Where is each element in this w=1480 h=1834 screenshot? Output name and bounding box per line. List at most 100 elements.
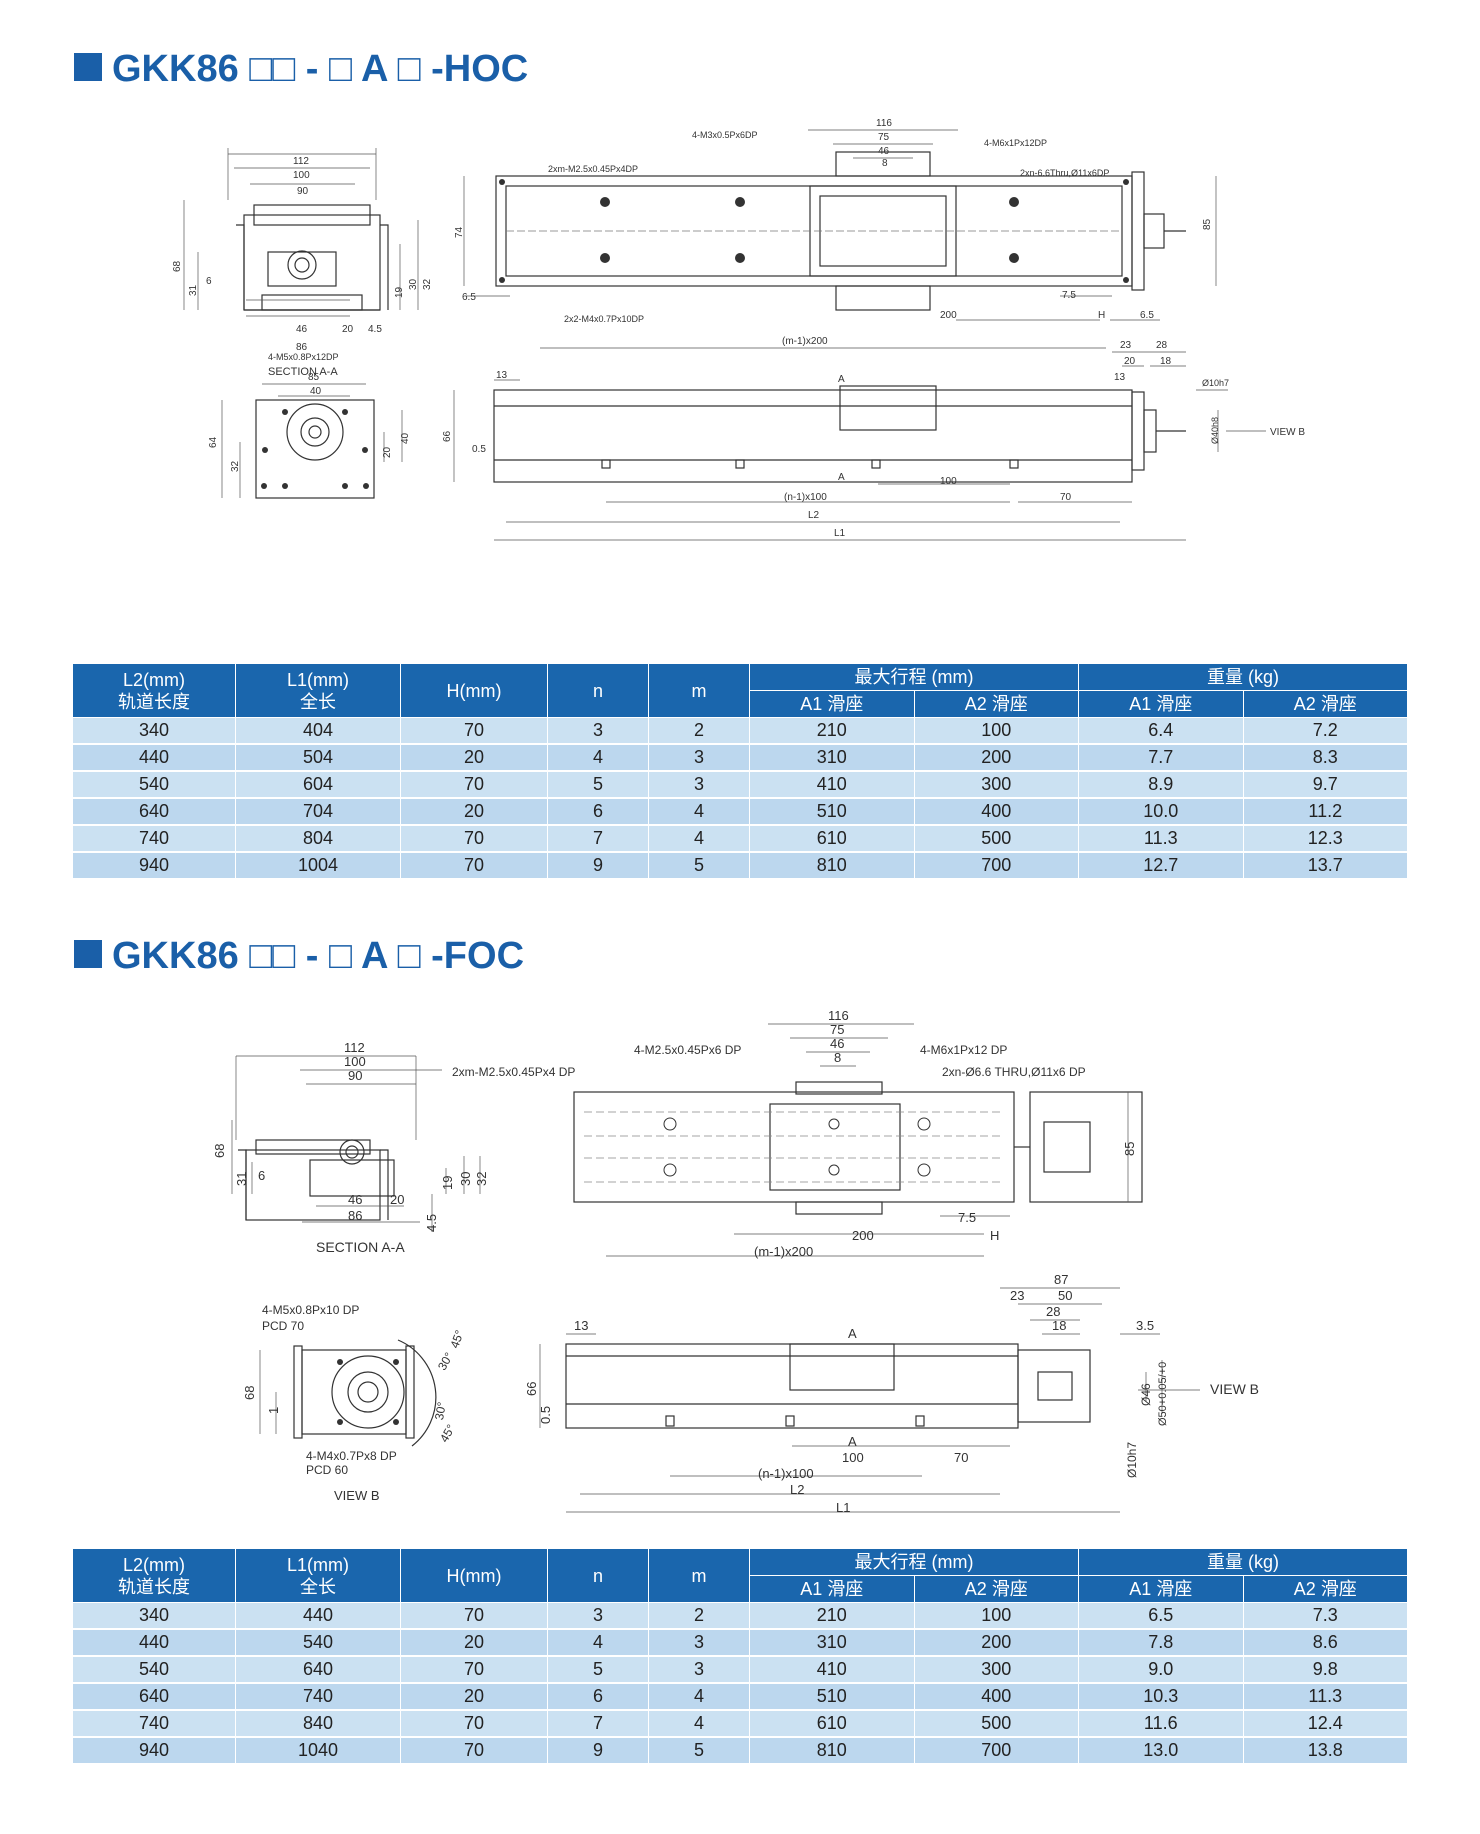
- dim-46-top: 46: [878, 146, 890, 157]
- col-h: H(mm): [400, 663, 548, 718]
- col-h: H(mm): [400, 1548, 548, 1603]
- cell: 11.3: [1078, 825, 1244, 853]
- cell: 70: [400, 1602, 548, 1630]
- col-l1: L1(mm)全长: [235, 1548, 401, 1603]
- dim-112: 112: [344, 1040, 365, 1055]
- cell: 20: [400, 744, 548, 772]
- cell: 10.0: [1078, 798, 1244, 826]
- col-stroke-a2: A2 滑座: [913, 1575, 1079, 1603]
- dim-4-5: 4.5: [424, 1214, 439, 1232]
- cell: 640: [72, 1683, 236, 1711]
- col-l1: L1(mm)全长: [235, 663, 401, 718]
- dim-32: 32: [474, 1172, 489, 1186]
- cell: 310: [749, 1629, 915, 1657]
- dim-64: 64: [208, 436, 219, 448]
- cell: 700: [913, 852, 1079, 880]
- dim-3-5: 3.5: [1136, 1318, 1154, 1333]
- col-n: n: [547, 1548, 649, 1603]
- cell: 2: [648, 1602, 750, 1630]
- col-stroke-a1: A1 滑座: [749, 1575, 915, 1603]
- cell: 9: [547, 852, 649, 880]
- cell: 5: [648, 1737, 750, 1765]
- dim-31: 31: [234, 1172, 249, 1186]
- cell: 610: [749, 825, 915, 853]
- col-m: m: [648, 663, 750, 718]
- cell: 70: [400, 1737, 548, 1765]
- cell: 1004: [235, 852, 401, 880]
- cell: 9.8: [1242, 1656, 1408, 1684]
- dim-H: H: [1098, 310, 1105, 321]
- cell: 7.2: [1242, 717, 1408, 745]
- col-weight-a2: A2 滑座: [1242, 690, 1408, 718]
- cell: 940: [72, 1737, 236, 1765]
- hoc-technical-drawing: 112 100 90 68 31 6 19 30 32 46 20 4.5 86…: [172, 118, 1305, 541]
- cell: 210: [749, 1602, 915, 1630]
- cell: 70: [400, 1710, 548, 1738]
- cell: 410: [749, 1656, 915, 1684]
- dim-6-5-right: 6.5: [1140, 310, 1154, 321]
- cell: 4: [547, 1629, 649, 1657]
- cell: 1040: [235, 1737, 401, 1765]
- cell: 940: [72, 852, 236, 880]
- dim-46: 46: [348, 1192, 362, 1207]
- section-a-marker-top: A: [848, 1326, 857, 1341]
- section-title-hoc: GKK86 □□ - □ A □ -HOC: [74, 48, 528, 91]
- cell: 740: [235, 1683, 401, 1711]
- cell: 704: [235, 798, 401, 826]
- angle-45-top: 45°: [447, 1328, 466, 1350]
- dim-31: 31: [188, 284, 199, 296]
- dim-23: 23: [1010, 1288, 1024, 1303]
- cell: 70: [400, 1656, 548, 1684]
- dim-L2: L2: [790, 1482, 804, 1497]
- cell: 510: [749, 798, 915, 826]
- cell: 340: [72, 717, 236, 745]
- dim-40-flange: 40: [310, 386, 322, 397]
- cell: 11.3: [1242, 1683, 1408, 1711]
- dim-phi10h7: Ø10h7: [1202, 378, 1229, 388]
- dim-90: 90: [348, 1068, 362, 1083]
- cell: 504: [235, 744, 401, 772]
- cell: 5: [648, 852, 750, 880]
- cell: 6.4: [1078, 717, 1244, 745]
- cell: 300: [913, 771, 1079, 799]
- callout-m4: 2x2-M4x0.7Px10DP: [564, 314, 644, 324]
- dim-75: 75: [830, 1022, 844, 1037]
- col-m: m: [648, 1548, 750, 1603]
- cell: 9.7: [1242, 771, 1408, 799]
- dim-23: 23: [1120, 340, 1132, 351]
- dim-0-5: 0.5: [472, 444, 486, 455]
- cell: 640: [235, 1656, 401, 1684]
- section-a-marker-top: A: [838, 374, 845, 385]
- cell: 13.7: [1242, 852, 1408, 880]
- cell: 70: [400, 771, 548, 799]
- cell: 2: [648, 717, 750, 745]
- dim-90: 90: [297, 186, 309, 197]
- cell: 3: [648, 1656, 750, 1684]
- callout-pcd60: PCD 60: [306, 1463, 348, 1477]
- cell: 3: [648, 771, 750, 799]
- dim-phi50: Ø50+0.05/+0: [1157, 1362, 1169, 1426]
- cell: 4: [648, 1683, 750, 1711]
- dim-46: 46: [296, 324, 308, 335]
- cell: 12.7: [1078, 852, 1244, 880]
- dim-13-right: 13: [1114, 372, 1126, 383]
- dim-66: 66: [524, 1382, 539, 1396]
- callout-m2-5-4dp: 2xm-M2.5x0.45Px4 DP: [452, 1065, 575, 1079]
- col-max-stroke: 最大行程 (mm): [749, 1548, 1079, 1576]
- cell: 13.8: [1242, 1737, 1408, 1765]
- cell: 7: [547, 825, 649, 853]
- dim-32: 32: [422, 278, 433, 290]
- cell: 13.0: [1078, 1737, 1244, 1765]
- angle-30-bottom: 30°: [432, 1401, 449, 1422]
- cell: 840: [235, 1710, 401, 1738]
- dim-L1: L1: [834, 528, 846, 539]
- dim-20: 20: [390, 1192, 404, 1207]
- dim-200: 200: [940, 310, 957, 321]
- cell: 200: [913, 1629, 1079, 1657]
- dim-46-top: 46: [830, 1036, 844, 1051]
